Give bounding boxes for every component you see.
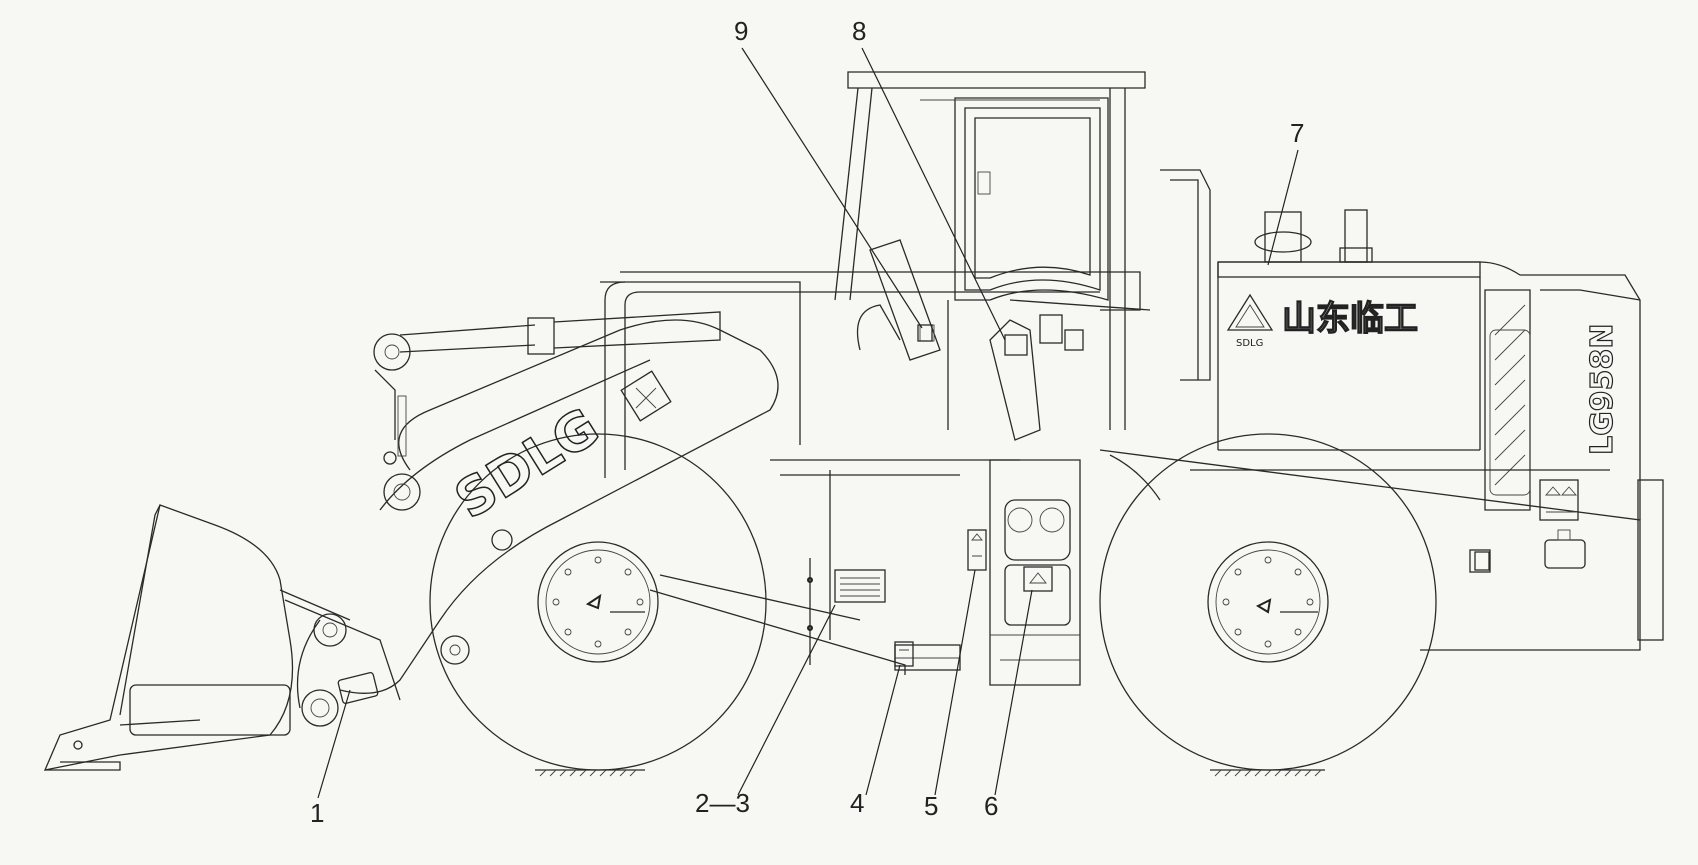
decal-rear-warning [1474, 479, 1579, 571]
callout-6: 6 [984, 791, 998, 821]
brand-emblem [1226, 293, 1274, 331]
decal-cab [917, 324, 933, 342]
grille-slots [1489, 304, 1531, 496]
rear-wheel [1099, 433, 1437, 771]
emblem-text: SDLG [1236, 338, 1263, 349]
tilt-linkage [296, 613, 347, 727]
engine-hood [1099, 169, 1664, 651]
chassis [649, 459, 1081, 686]
callout-9: 9 [734, 16, 748, 46]
decal-6 [1023, 566, 1053, 592]
front-wheel [429, 433, 767, 771]
boom-arm [339, 319, 779, 694]
ground-hatch-front [535, 769, 645, 777]
cab [834, 71, 1151, 430]
callout-7: 7 [1290, 118, 1304, 148]
leader-lines [317, 47, 1299, 799]
decal-5 [967, 529, 987, 571]
grab-handle [807, 558, 813, 665]
callout-8: 8 [852, 16, 866, 46]
chinese-brand-name: 山东临工 [1282, 299, 1418, 339]
decal-2-3 [834, 569, 886, 603]
boom-logo: SDLG [445, 397, 609, 531]
decal-4 [894, 641, 914, 667]
model-label: LG958N [1585, 324, 1620, 455]
ground-hatch-rear [1210, 769, 1325, 777]
lift-cylinder [373, 311, 721, 465]
callout-2-3: 2—3 [695, 788, 750, 818]
callout-5: 5 [924, 791, 938, 821]
callout-4: 4 [850, 788, 864, 818]
decal-1 [337, 671, 379, 705]
callout-1: 1 [310, 798, 324, 828]
bucket [43, 504, 401, 771]
decal-boom-warning [620, 370, 672, 422]
control-console [856, 239, 1084, 441]
